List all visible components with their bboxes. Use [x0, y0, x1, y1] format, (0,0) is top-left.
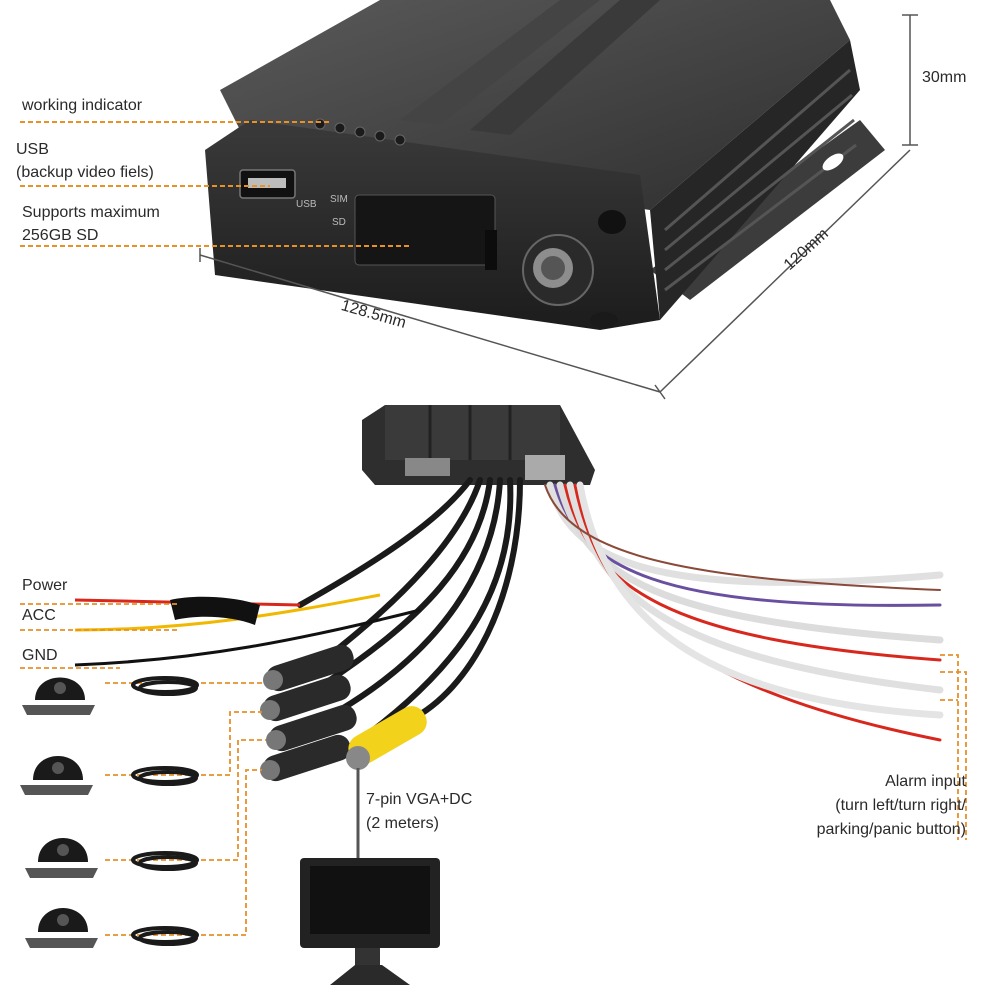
aviation-connectors: [260, 644, 427, 782]
alarm-input-detail-1: (turn left/turn right/: [835, 797, 966, 814]
power-label: Power: [22, 577, 68, 594]
sd-slot-label: SD: [332, 217, 346, 228]
gnd-label: GND: [22, 647, 58, 664]
sim-slot-label: SIM: [330, 194, 348, 205]
camera-icon: [25, 908, 98, 948]
alarm-input-label: Alarm input: [885, 773, 966, 790]
usb-sub-label: (backup video fiels): [16, 164, 154, 181]
monitor-icon: [300, 858, 440, 985]
usb-port-label: USB: [296, 199, 317, 210]
dvr-device-icon: [205, 0, 885, 330]
alarm-input-detail-2: parking/panic button): [816, 821, 966, 838]
camera-icon: [25, 838, 98, 878]
sd-sub-label: 256GB SD: [22, 227, 99, 244]
vga-length-label: (2 meters): [366, 815, 439, 832]
camera-icon: [22, 677, 95, 715]
height-dimension: 30mm: [922, 69, 967, 86]
fuse-icon: [170, 596, 260, 625]
camera-icon: [20, 756, 93, 795]
working-indicator-label: working indicator: [22, 97, 143, 114]
cable-coil-icon: [131, 676, 199, 946]
dvr-rear-icon: [362, 405, 595, 485]
vga-label: 7-pin VGA+DC: [366, 791, 473, 808]
sd-label: Supports maximum: [22, 204, 160, 221]
acc-label: ACC: [22, 607, 56, 624]
usb-label: USB: [16, 141, 49, 158]
